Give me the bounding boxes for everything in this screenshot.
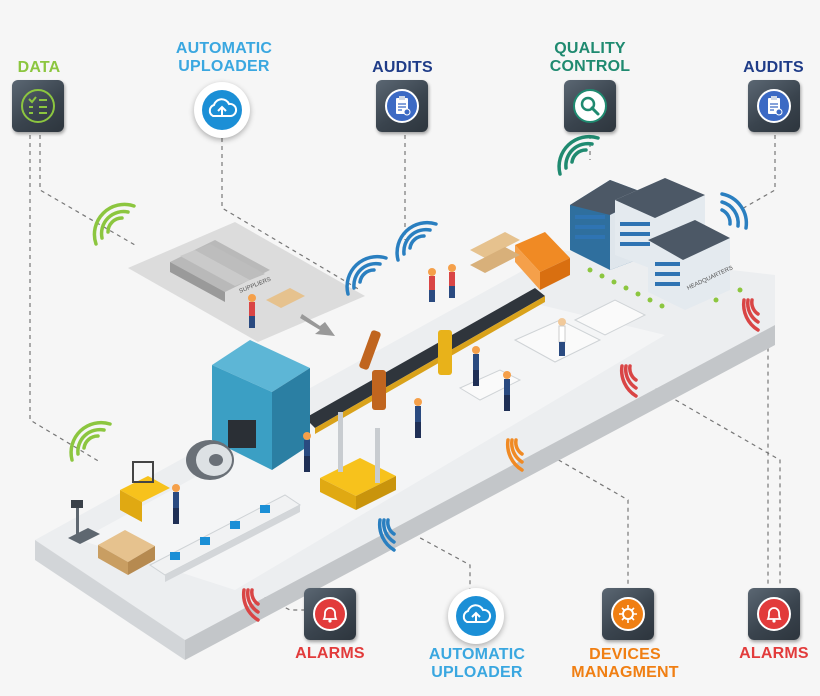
quality-control-tile[interactable] <box>564 80 616 132</box>
wifi-signal-blue-audit <box>395 220 438 262</box>
magnifier-icon <box>573 89 607 123</box>
audits-right-tile[interactable] <box>748 80 800 132</box>
label-devices-management: DEVICES MANAGMENT <box>571 646 679 681</box>
label-quality-control: QUALITY CONTROL <box>549 40 631 75</box>
data-tile[interactable] <box>12 80 64 132</box>
label-auto-uploader-top: AUTOMATIC UPLOADER <box>175 40 273 75</box>
press-machine <box>212 340 310 470</box>
devices-management-tile[interactable] <box>602 588 654 640</box>
clipboard-check-icon <box>757 89 791 123</box>
alarms-right-tile[interactable] <box>748 588 800 640</box>
robot-arms <box>359 330 452 410</box>
bell-icon <box>757 597 791 631</box>
auto-uploader-top-button[interactable] <box>194 82 250 138</box>
label-audits-right: AUDITS <box>743 59 804 76</box>
scale <box>68 500 100 544</box>
gear-cycle-icon <box>611 597 645 631</box>
wifi-signal-blue-bottom <box>377 518 396 552</box>
alarms-left-tile[interactable] <box>304 588 356 640</box>
wifi-signal-red-lab <box>619 364 638 398</box>
delivery-truck <box>515 232 570 290</box>
cloud-upload-icon <box>456 596 496 636</box>
flow-arrow <box>300 314 335 336</box>
wifi-signal-green-quality <box>557 134 600 176</box>
suppliers-building: SUPPLIERS <box>170 240 272 302</box>
audits-left-tile[interactable] <box>376 80 428 132</box>
wifi-signal-blue-center <box>345 254 388 296</box>
label-alarms-right: ALARMS <box>739 645 809 662</box>
label-data: DATA <box>17 59 61 76</box>
yellow-station <box>320 412 396 510</box>
clipboard-check-icon <box>385 89 419 123</box>
suppliers-area <box>128 222 365 342</box>
auto-uploader-bottom-button[interactable] <box>448 588 504 644</box>
wifi-signal-red-bottom <box>241 588 260 622</box>
checklist-icon <box>21 89 55 123</box>
label-auto-uploader-bottom: AUTOMATIC UPLOADER <box>428 646 526 681</box>
label-audits-left: AUDITS <box>372 59 433 76</box>
wifi-signal-green-left <box>69 420 112 462</box>
wifi-signal-red-hq <box>741 298 760 332</box>
factory-floor <box>35 250 775 660</box>
bell-icon <box>313 597 347 631</box>
coil <box>186 440 234 480</box>
wifi-signal-green-top <box>92 202 136 246</box>
forklift <box>120 461 170 522</box>
workers <box>172 264 566 524</box>
wifi-signal-blue-hq <box>720 192 749 230</box>
pallet-boxes <box>98 530 155 575</box>
shelf-boxes <box>266 232 520 308</box>
label-alarms-left: ALARMS <box>295 645 365 662</box>
wifi-signal-orange <box>505 438 524 472</box>
headquarters-building: HEADQUARTERS <box>570 178 743 310</box>
office-desks <box>149 494 301 582</box>
cloud-upload-icon <box>202 90 242 130</box>
wifi-signals <box>69 134 760 622</box>
